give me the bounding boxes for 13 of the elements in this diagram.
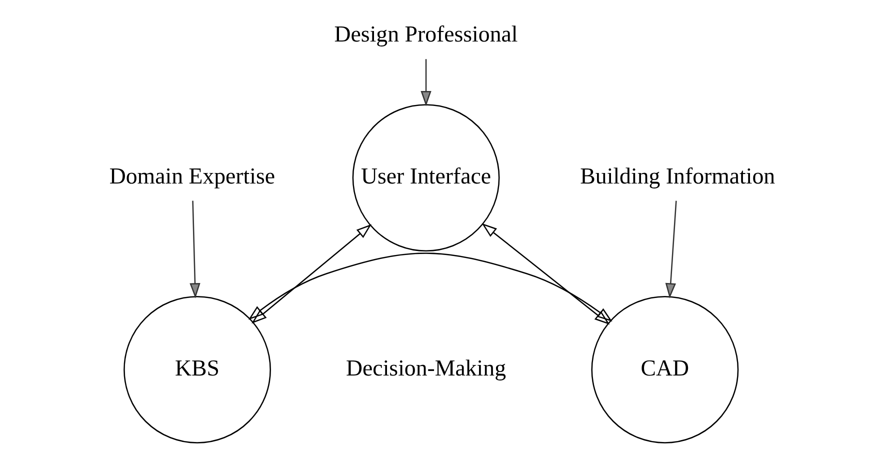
arrow bbox=[248, 252, 612, 322]
node-circle: CAD bbox=[591, 296, 739, 444]
node-text: Design Professional bbox=[334, 22, 518, 47]
label: Decision-Making bbox=[346, 355, 506, 380]
arrow bbox=[252, 224, 372, 324]
node-text: Domain Expertise bbox=[109, 163, 276, 188]
node-text: Building Information bbox=[580, 163, 776, 188]
arrow bbox=[665, 200, 677, 298]
node-circle: KBS bbox=[124, 296, 271, 444]
arrow bbox=[420, 59, 432, 106]
arrow bbox=[190, 200, 200, 298]
arrow bbox=[482, 223, 610, 325]
node-circle: User Interface bbox=[352, 104, 500, 252]
